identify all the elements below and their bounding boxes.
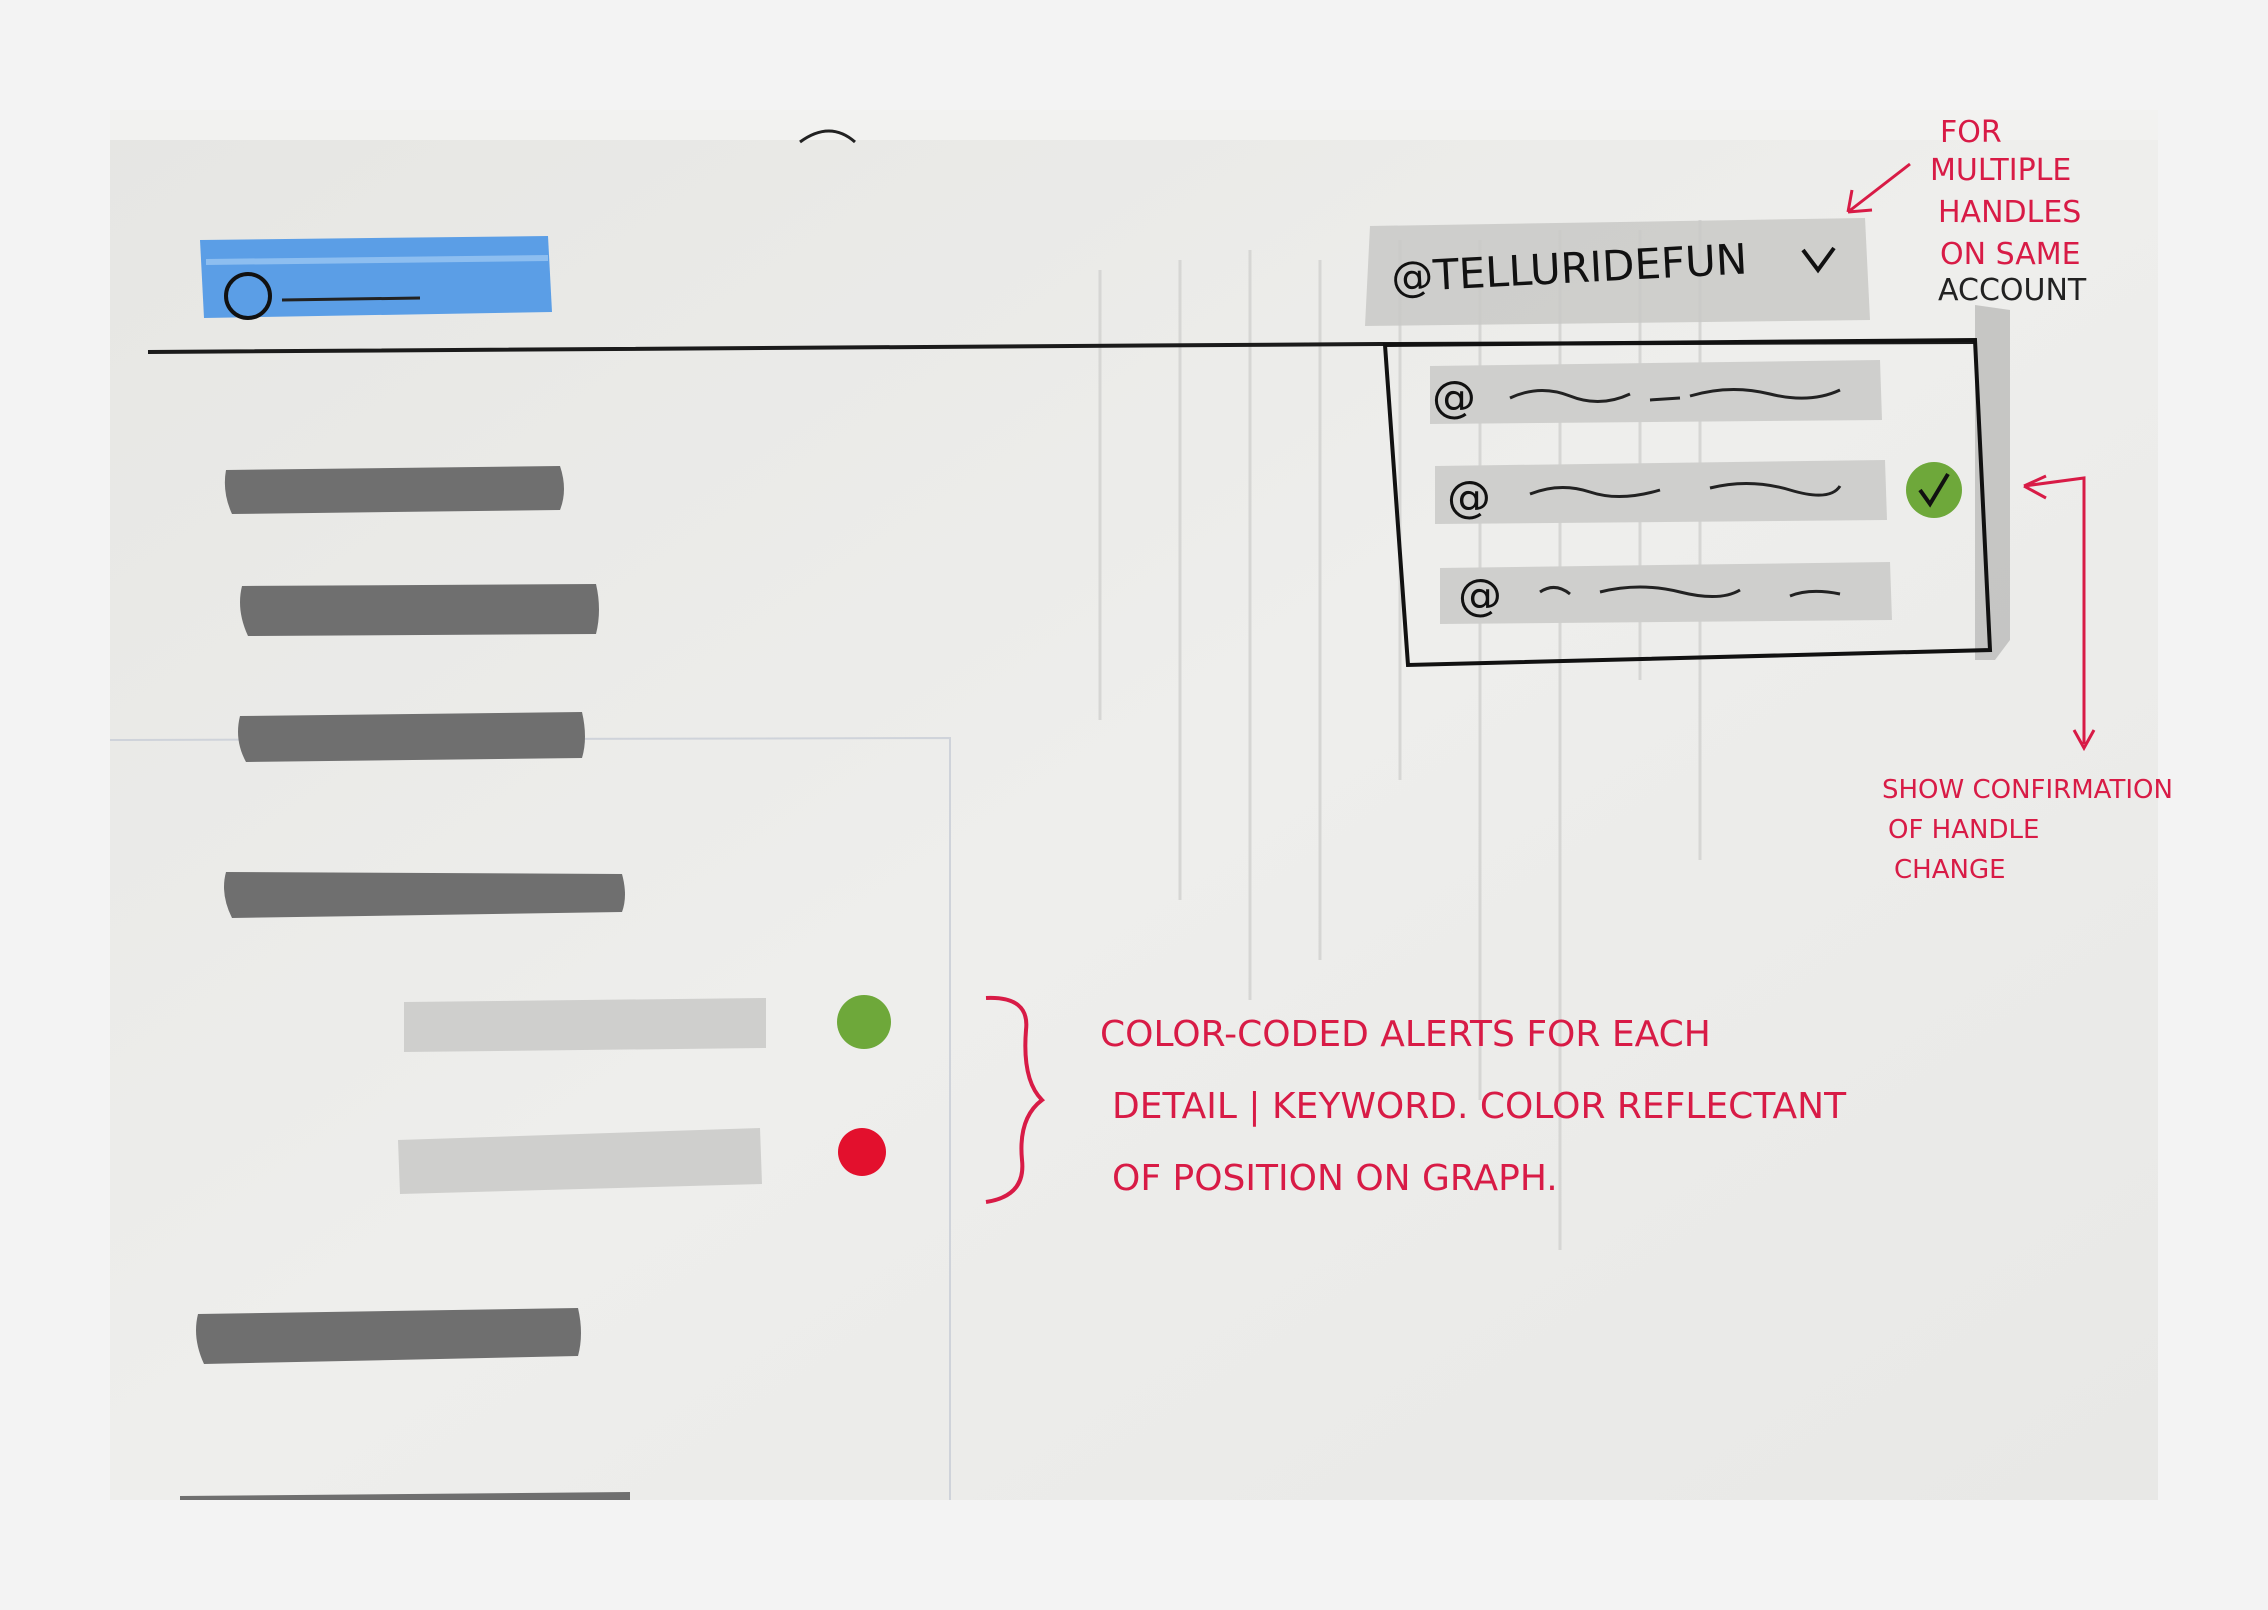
account-switcher-highlight — [1365, 218, 1870, 326]
sidebar-item-5[interactable] — [196, 1308, 581, 1364]
handle-option-at: @ — [1432, 372, 1476, 423]
handle-option-1[interactable]: @ — [1430, 360, 1882, 424]
sidebar-item-3[interactable] — [238, 712, 585, 762]
handle-option-at: @ — [1458, 570, 1502, 621]
sidebar — [180, 466, 630, 1500]
confirmation-arrow-icon — [2023, 474, 2086, 744]
annotation-line: COLOR-CODED ALERTS FOR EACH — [1100, 1014, 1711, 1055]
logo-circle-icon — [224, 272, 272, 320]
handle-option-squiggle — [1539, 585, 1841, 598]
handle-option-3[interactable]: @ — [1440, 562, 1892, 624]
annotation-line: OF POSITION ON GRAPH. — [1112, 1158, 1558, 1199]
sidebar-item-1[interactable] — [224, 466, 564, 514]
handle-option-squiggle — [1509, 388, 1841, 403]
confirmation-arrow-head-icon — [2072, 729, 2096, 752]
handle-option-at: @ — [1447, 472, 1491, 523]
handle-option-highlight — [1430, 360, 1882, 424]
sidebar-item-6 — [180, 1492, 630, 1500]
logo[interactable] — [200, 236, 552, 320]
dropdown-border — [1382, 337, 1993, 668]
handle-option-2[interactable]: @ — [1435, 460, 1962, 524]
logo-highlight — [200, 236, 552, 318]
handle-option-highlight — [1440, 562, 1892, 624]
account-switcher[interactable]: @TELLURIDEFUN — [1365, 218, 1870, 326]
alert-item-2[interactable] — [398, 1128, 886, 1194]
annotation-multiple-handles: FOR MULTIPLE HANDLES ON SAME ACCOUNT — [1930, 115, 2087, 308]
annotation-line: HANDLES — [1938, 195, 2081, 230]
annotation-line: DETAIL | KEYWORD. COLOR REFLECTANT — [1112, 1086, 1847, 1127]
top-arc-mark — [799, 129, 856, 144]
handle-option-highlight — [1435, 460, 1887, 524]
logo-highlight-streak — [205, 255, 549, 265]
annotation-line: SHOW CONFIRMATION — [1882, 775, 2173, 805]
alerts-list — [398, 995, 891, 1194]
annotation-alerts: COLOR-CODED ALERTS FOR EACH DETAIL | KEY… — [1100, 1014, 1847, 1199]
handle-dropdown: @ @ @ — [1382, 305, 2010, 668]
annotation-line: ACCOUNT — [1938, 273, 2087, 308]
logo-wordmark-line — [281, 296, 421, 302]
paper-top-fold — [110, 110, 2158, 140]
annotation-line: ON SAME — [1940, 237, 2081, 272]
dropdown-shadow — [1975, 305, 2010, 660]
annotation-confirmation: SHOW CONFIRMATION OF HANDLE CHANGE — [1882, 775, 2173, 885]
annotation-line: CHANGE — [1894, 855, 2006, 885]
annotation-line: OF HANDLE — [1888, 815, 2039, 845]
selected-status-dot — [1906, 462, 1962, 518]
checkmark-icon — [1918, 472, 1950, 508]
alert-status-green — [837, 995, 891, 1049]
annotation-line: FOR — [1940, 115, 2002, 150]
alert-status-red — [838, 1128, 886, 1176]
chevron-down-icon — [1801, 246, 1836, 274]
handle-option-squiggle — [1529, 482, 1842, 499]
alert-item-1[interactable] — [404, 995, 891, 1052]
annotation-line: MULTIPLE — [1930, 153, 2071, 188]
sidebar-item-4[interactable] — [224, 872, 625, 918]
alert-item-bar — [398, 1128, 762, 1194]
alerts-brace-icon — [985, 995, 1046, 1204]
annotation-arrow-icon — [1846, 162, 1911, 214]
sidebar-item-2[interactable] — [240, 584, 599, 636]
alert-item-bar — [404, 998, 766, 1052]
